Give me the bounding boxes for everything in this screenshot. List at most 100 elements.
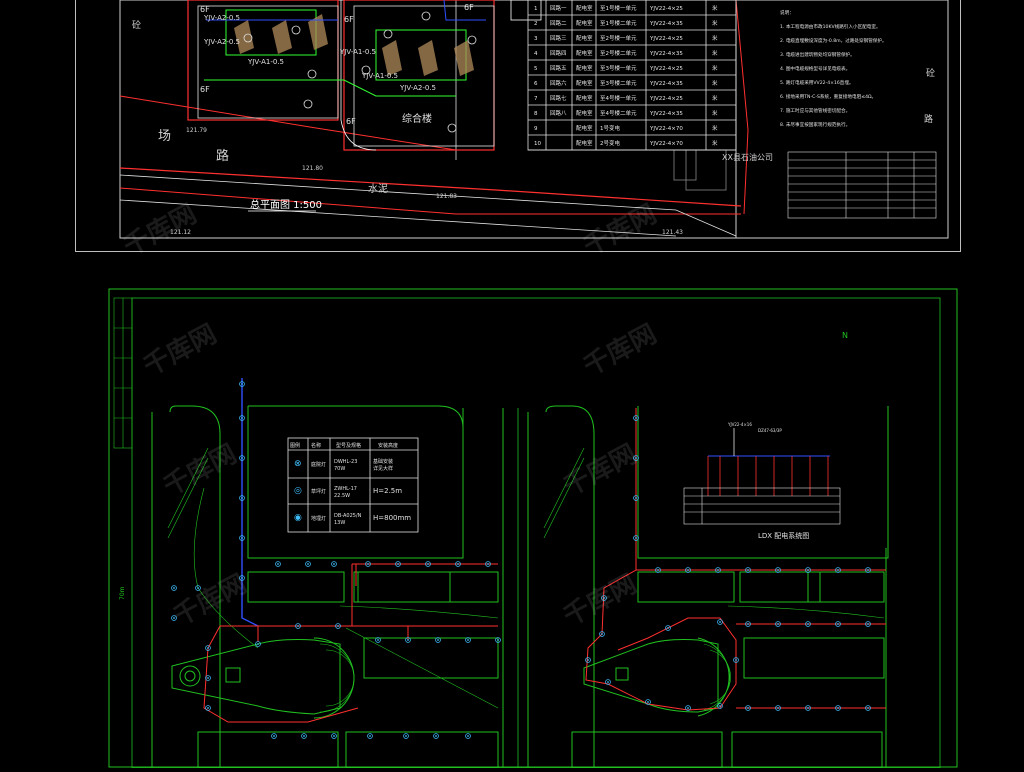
road-red-line-4 bbox=[735, 0, 749, 215]
lamp-marker bbox=[633, 495, 639, 501]
lamp-marker-dot bbox=[635, 497, 637, 499]
unit-label-3: YJV-A1-0.5 bbox=[247, 58, 284, 66]
lamp-marker bbox=[239, 575, 245, 581]
legend-spec: 70W bbox=[334, 466, 345, 472]
lamp-marker bbox=[275, 561, 281, 567]
lamp-marker-dot bbox=[241, 417, 243, 419]
lamp-marker-dot bbox=[777, 707, 779, 709]
lamp-marker-dot bbox=[837, 623, 839, 625]
cable-table-cell: 2号变电 bbox=[600, 139, 620, 147]
note-line: 说明： bbox=[780, 9, 794, 16]
note-line: 8. 未尽事宜按国家现行规范执行。 bbox=[780, 121, 850, 128]
cable-table-cell: 配电室 bbox=[576, 19, 593, 27]
cable-table-cell: YJV22-4×35 bbox=[649, 111, 683, 117]
lamp-marker-dot bbox=[635, 457, 637, 459]
road-label-3: 水泥 bbox=[368, 182, 388, 195]
lamp-marker-dot bbox=[435, 735, 437, 737]
lamp-marker-dot bbox=[337, 625, 339, 627]
cable-table-cell: 米 bbox=[712, 124, 718, 132]
lamp-marker-dot bbox=[257, 643, 259, 645]
lamp-marker-dot bbox=[207, 647, 209, 649]
cable-table-cell: 米 bbox=[712, 139, 718, 147]
lamp-marker bbox=[775, 621, 781, 627]
system-label-2: DZ47-63/3P bbox=[758, 428, 782, 433]
ldx-system-diagram bbox=[683, 428, 841, 525]
lamp-marker bbox=[195, 585, 201, 591]
road-edge-2 bbox=[119, 199, 677, 237]
legend-header-4: 安装高度 bbox=[378, 442, 398, 449]
cable-table-cell: 米 bbox=[712, 4, 718, 12]
cable-table-cell: 米 bbox=[712, 64, 718, 72]
lamp-marker-dot bbox=[867, 623, 869, 625]
floor-label-5: 6F bbox=[464, 3, 474, 12]
lamp-marker-dot bbox=[667, 627, 669, 629]
road-red-line-2 bbox=[119, 187, 741, 215]
lamp-marker bbox=[365, 561, 371, 567]
lamp-marker-dot bbox=[807, 623, 809, 625]
legend-height: 基础安装 bbox=[373, 458, 393, 465]
lamp-marker-dot bbox=[307, 563, 309, 565]
legend-name: 地埋灯 bbox=[311, 515, 326, 522]
lamp-marker bbox=[835, 705, 841, 711]
lamp-marker-dot bbox=[747, 569, 749, 571]
lamp-marker bbox=[685, 567, 691, 573]
lamp-marker bbox=[375, 637, 381, 643]
left-lamp-markers bbox=[171, 381, 501, 739]
lamp-marker bbox=[633, 455, 639, 461]
cable-table-cell: 回路五 bbox=[550, 64, 567, 72]
floor-label-4: 6F bbox=[346, 117, 356, 126]
note-line: 7. 施工时应与其他管线密切配合。 bbox=[780, 107, 850, 114]
lamp-marker-dot bbox=[297, 625, 299, 627]
lamp-marker bbox=[433, 733, 439, 739]
lamp-marker-dot bbox=[687, 707, 689, 709]
cable-table-cell: 配电室 bbox=[576, 109, 593, 117]
lamp-marker bbox=[239, 381, 245, 387]
lamp-marker-dot bbox=[197, 587, 199, 589]
right-lamp-markers bbox=[585, 415, 871, 711]
lamp-marker-dot bbox=[635, 537, 637, 539]
floor-label-1: 6F bbox=[200, 85, 210, 94]
cable-table-cell: 4 bbox=[534, 51, 538, 57]
lamp-marker-dot bbox=[467, 639, 469, 641]
lamp-marker bbox=[295, 623, 301, 629]
cable-table-cell: 至1号楼二单元 bbox=[600, 19, 637, 27]
legend-symbol: ⊗ bbox=[294, 459, 302, 469]
lamp-marker-dot bbox=[277, 563, 279, 565]
lamp-marker bbox=[655, 567, 661, 573]
lamp-marker bbox=[239, 535, 245, 541]
cable-table-cell: 9 bbox=[534, 126, 538, 132]
lamp-marker-dot bbox=[241, 577, 243, 579]
lamp-marker bbox=[205, 705, 211, 711]
lamp-marker-dot bbox=[657, 569, 659, 571]
lamp-marker bbox=[405, 637, 411, 643]
lamp-marker-dot bbox=[407, 639, 409, 641]
cable-table-cell: 配电室 bbox=[576, 139, 593, 147]
lighting-plan-drawing: N 70m bbox=[108, 288, 958, 769]
elevation-3: 121.83 bbox=[436, 193, 457, 200]
lamp-marker bbox=[465, 733, 471, 739]
cable-table-cell: 回路七 bbox=[550, 94, 567, 102]
lamp-marker-dot bbox=[427, 563, 429, 565]
cable-table-cell: 米 bbox=[712, 94, 718, 102]
lamp-marker bbox=[665, 625, 671, 631]
cable-table-cell: YJV22-4×25 bbox=[649, 96, 683, 102]
cable-table-cell: YJV22-4×70 bbox=[649, 126, 683, 132]
lamp-marker bbox=[435, 637, 441, 643]
note-line: 5. 路灯电缆采用VV22-4×16直埋。 bbox=[780, 79, 854, 86]
lamp-marker bbox=[775, 567, 781, 573]
lamp-marker bbox=[305, 561, 311, 567]
lamp-marker bbox=[745, 621, 751, 627]
cable-table-cell: 配电室 bbox=[576, 4, 593, 12]
lamp-marker-dot bbox=[777, 623, 779, 625]
cable-table-cell: 配电室 bbox=[576, 124, 593, 132]
cable-table-cell: 米 bbox=[712, 109, 718, 117]
note-line: 6. 接地采用TN-C-S系统，重复接地电阻≤4Ω。 bbox=[780, 93, 876, 100]
legend-symbol: ◉ bbox=[294, 513, 302, 523]
lamp-marker bbox=[601, 595, 607, 601]
left-feeder-blue bbox=[241, 378, 259, 627]
lamp-marker-dot bbox=[241, 497, 243, 499]
lamp-marker bbox=[865, 705, 871, 711]
lamp-marker-dot bbox=[687, 569, 689, 571]
